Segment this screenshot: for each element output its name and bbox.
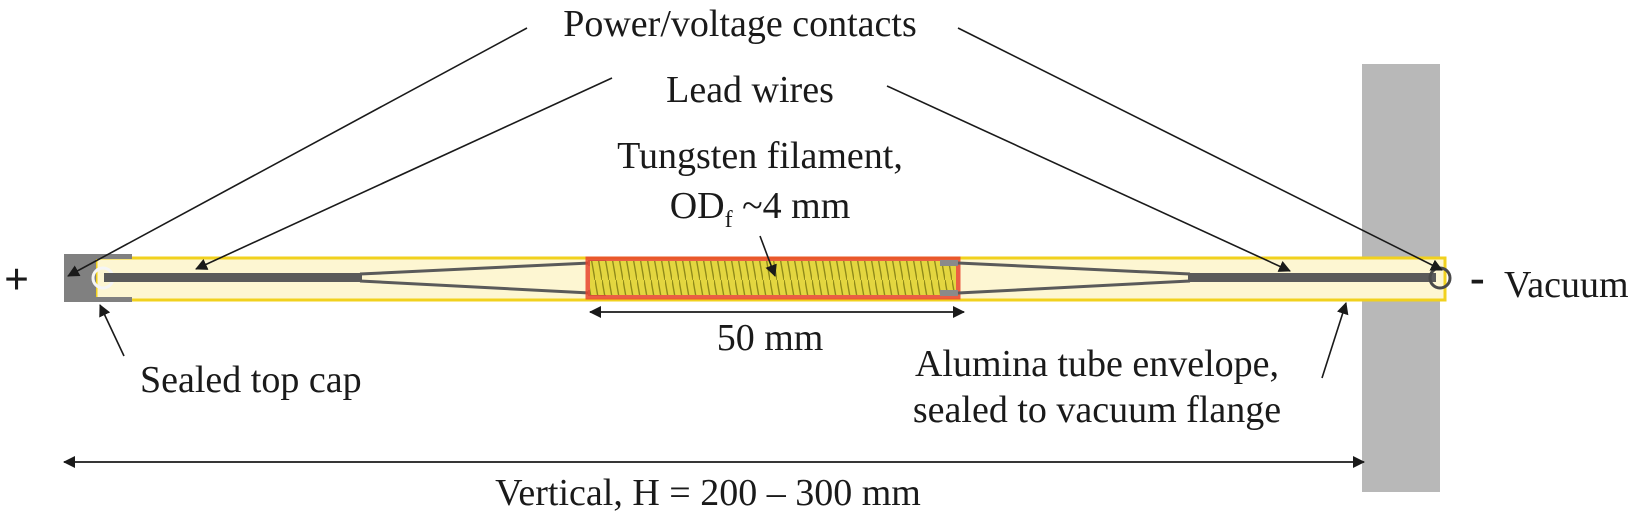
label-vacuum: Vacuum	[1504, 264, 1629, 306]
lead-wire-left-fan	[359, 261, 591, 295]
label-height: Vertical, H = 200 – 300 mm	[495, 472, 921, 514]
lead-wire-right-fan	[957, 261, 1191, 295]
label-filament-od: ODf ~4 mm	[670, 185, 851, 233]
label-lead-wires: Lead wires	[666, 69, 834, 111]
filament-clamp-right-top	[940, 260, 958, 266]
label-power-contacts: Power/voltage contacts	[563, 3, 917, 45]
plus-terminal: +	[4, 255, 29, 304]
tungsten-filament	[590, 261, 956, 295]
leader-top-cap	[99, 304, 125, 357]
leader-envelope	[1321, 302, 1349, 379]
leader-filament	[759, 235, 777, 277]
filament-clamp-right-bottom	[940, 290, 958, 296]
label-envelope-line1: Alumina tube envelope,	[915, 343, 1279, 385]
lead-wire-right	[1188, 273, 1436, 282]
minus-terminal: -	[1470, 253, 1485, 302]
label-filament-line1: Tungsten filament,	[617, 135, 903, 177]
leader-lead-right	[886, 85, 1291, 272]
label-top-cap: Sealed top cap	[140, 359, 362, 401]
leader-power-right	[957, 27, 1443, 271]
top-cap	[64, 254, 132, 302]
leader-lead-left	[195, 77, 613, 270]
leader-power-left	[67, 27, 528, 277]
label-envelope-line2: sealed to vacuum flange	[913, 389, 1281, 431]
label-filament-length: 50 mm	[717, 317, 824, 359]
filament-glow	[585, 256, 961, 300]
lead-wire-left	[104, 273, 362, 282]
